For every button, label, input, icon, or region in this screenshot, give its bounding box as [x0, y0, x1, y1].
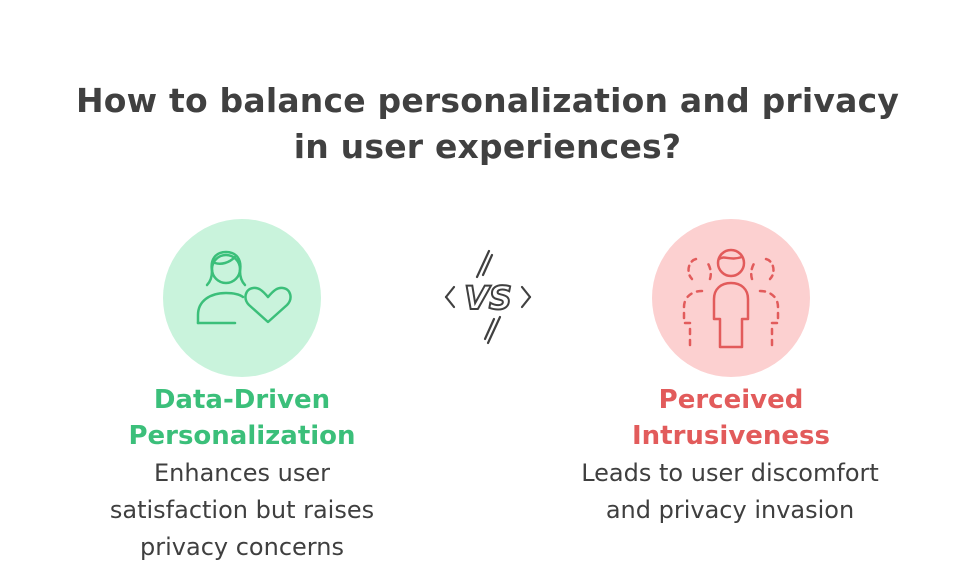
- personalization-desc-line-1: Enhances user: [154, 459, 330, 487]
- personalization-description: Enhances user satisfaction but raises pr…: [50, 455, 434, 566]
- intrusiveness-circle-bg: [652, 219, 810, 377]
- intrusiveness-title-line-1: Perceived: [658, 385, 804, 415]
- personalization-desc-line-3: privacy concerns: [140, 533, 344, 561]
- intrusiveness-desc-line-2: and privacy invasion: [605, 496, 855, 524]
- page-title-line-2: in user experiences?: [293, 127, 682, 166]
- personalization-circle-bg: [163, 219, 321, 377]
- vs-label: VS: [464, 279, 512, 317]
- user-heart-icon: [163, 219, 321, 377]
- intrusiveness-title: Perceived Intrusiveness: [575, 382, 887, 454]
- page-title: How to balance personalization and priva…: [0, 78, 975, 170]
- crowd-person-icon: [652, 219, 810, 377]
- vs-badge: VS: [440, 247, 536, 347]
- intrusiveness-desc-line-1: Leads to user discomfort: [581, 459, 879, 487]
- intrusiveness-title-line-2: Intrusiveness: [631, 421, 830, 451]
- vs-lightning-icon: VS: [444, 249, 532, 345]
- personalization-title-line-2: Personalization: [128, 421, 356, 451]
- personalization-title-line-1: Data-Driven: [153, 385, 331, 415]
- personalization-title: Data-Driven Personalization: [86, 382, 398, 454]
- page-title-line-1: How to balance personalization and priva…: [75, 81, 900, 120]
- intrusiveness-description: Leads to user discomfort and privacy inv…: [520, 455, 940, 529]
- intrusiveness-circle: [652, 219, 810, 377]
- personalization-desc-line-2: satisfaction but raises: [109, 496, 375, 524]
- personalization-circle: [163, 219, 321, 377]
